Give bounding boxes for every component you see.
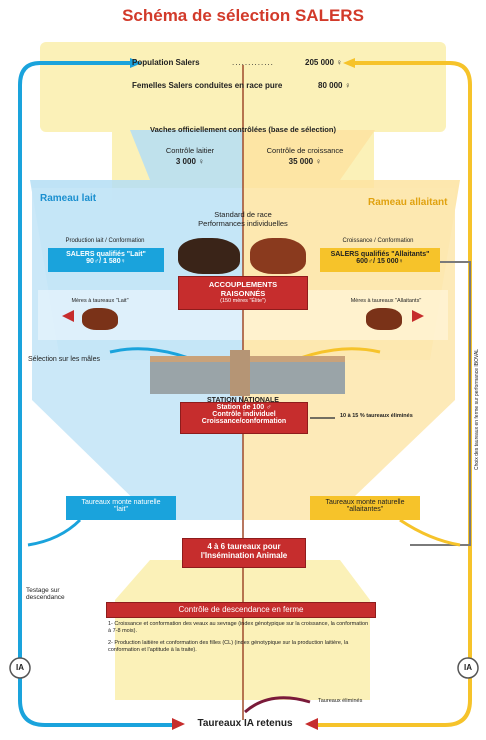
- suckler-mothers-label: Mères à taureaux "Allaitants": [350, 298, 422, 304]
- station-box-line1: Station de 100 ♂: [216, 404, 272, 411]
- matings-line3: (150 mères "Élite"): [220, 298, 266, 304]
- left-loop-arrowhead: [130, 58, 142, 68]
- cow-image: [250, 238, 306, 274]
- suckler-mother-cow-image: [366, 308, 402, 330]
- progeny-control-title: Contrôle de descendance en ferme: [178, 605, 304, 614]
- suckler-natural-arrow: [399, 518, 461, 547]
- station-tower: [230, 350, 250, 396]
- iboval-arrow: [410, 261, 471, 546]
- left-loop-arrow: [18, 61, 175, 727]
- station-eliminated-label: 10 à 15 % taureaux éliminés: [340, 413, 413, 419]
- ia-left-label: IA: [16, 663, 24, 672]
- ai-box-line1: 4 à 6 taureaux pour: [207, 542, 281, 551]
- milk-mother-cow-image: [82, 308, 118, 330]
- matings-line1: ACCOUPLEMENTS: [208, 280, 278, 289]
- females-label: Femelles Salers conduites en race pure: [132, 81, 283, 90]
- suckler-qualified-line1: SALERS qualifiés "Allaitants": [330, 251, 430, 258]
- final-eliminated-label: Taureaux éliminés: [318, 698, 363, 704]
- natural-suckler-line1: Taureaux monte naturelle: [325, 499, 405, 506]
- ia-right-circle: [457, 657, 479, 679]
- matings-box: ACCOUPLEMENTS RAISONNÉS (150 mères "Élit…: [178, 276, 308, 310]
- milk-mothers-arrowhead: [62, 310, 74, 322]
- suckler-qualified-line2: 600♂/ 15 000♀: [356, 258, 404, 265]
- station-box-line2: Contrôle individuel: [212, 411, 276, 418]
- station-box: Station de 100 ♂ Contrôle individuel Cro…: [180, 402, 308, 434]
- females-value: 80 000 ♀: [318, 81, 351, 90]
- ia-right-label: IA: [464, 663, 472, 672]
- progeny-control-item1: 1- Croissance et conformation des veaux …: [108, 621, 369, 634]
- suckler-qualified-box: SALERS qualifiés "Allaitants" 600♂/ 15 0…: [320, 248, 440, 272]
- milk-qualified-line2: 90♂/ 1 580♀: [86, 258, 126, 265]
- standard-line2: Performances individuelles: [198, 219, 288, 228]
- milk-control-label: Contrôle laitier: [165, 146, 215, 155]
- milk-mothers-label: Mères à taureaux "Lait": [71, 298, 129, 304]
- milk-side-heading: Production lait / Conformation: [65, 238, 145, 244]
- milk-qualified-box: SALERS qualifiés "Lait" 90♂/ 1 580♀: [48, 248, 164, 272]
- controlled-label: Vaches officiellement contrôlées (base d…: [150, 125, 336, 134]
- ia-left-circle: [9, 657, 31, 679]
- progeny-control-item2: 2- Production laitière et conformation d…: [108, 640, 349, 653]
- growth-control-value: 35 000 ♀: [288, 157, 322, 166]
- suckler-mothers-arrowhead: [412, 310, 424, 322]
- milk-natural-arrow: [27, 518, 82, 547]
- male-selection-label: Sélection sur les mâles: [28, 356, 100, 363]
- station-box-line3: Croissance/conformation: [201, 418, 287, 425]
- natural-milk-box: Taureaux monte naturelle "lait": [66, 496, 176, 520]
- branch-milk-label: Rameau lait: [40, 193, 97, 204]
- population-label: Population Salers: [132, 58, 200, 67]
- natural-suckler-box: Taureaux monte naturelle "allaitantes": [310, 496, 420, 520]
- page-title: Schéma de sélection SALERS: [122, 6, 364, 25]
- standard-line1: Standard de race: [214, 210, 272, 219]
- station-label: STATION NATIONALE: [207, 397, 279, 404]
- suckler-side-heading: Croissance / Conformation: [342, 238, 414, 244]
- ai-box: 4 à 6 taureaux pour l'Insémination Anima…: [182, 538, 306, 568]
- growth-control-label: Contrôle de croissance: [266, 146, 344, 155]
- natural-milk-line2: "lait": [114, 506, 128, 513]
- bull-image: [178, 238, 240, 274]
- natural-suckler-line2: "allaitantes": [346, 506, 384, 513]
- matings-line2: RAISONNÉS: [220, 289, 266, 298]
- eliminated-arrow: [244, 696, 311, 714]
- population-dots: .............: [232, 58, 274, 67]
- ai-box-line2: l'Insémination Animale: [200, 551, 288, 560]
- final-label: Taureaux IA retenus: [197, 718, 293, 729]
- population-value: 205 000 ♀: [305, 58, 343, 67]
- natural-milk-line1: Taureaux monte naturelle: [81, 499, 161, 506]
- branch-suckler-label: Rameau allaitant: [368, 197, 448, 208]
- progeny-control-title-box: Contrôle de descendance en ferme: [106, 602, 376, 618]
- milk-qualified-line1: SALERS qualifiés "Lait": [66, 251, 146, 258]
- iboval-side-note: Choix des taureaux en ferme sur performa…: [474, 348, 480, 470]
- milk-control-value: 3 000 ♀: [175, 157, 205, 166]
- right-loop-arrowhead: [343, 58, 355, 68]
- progeny-testing-label: Testage sur descendance: [26, 587, 65, 601]
